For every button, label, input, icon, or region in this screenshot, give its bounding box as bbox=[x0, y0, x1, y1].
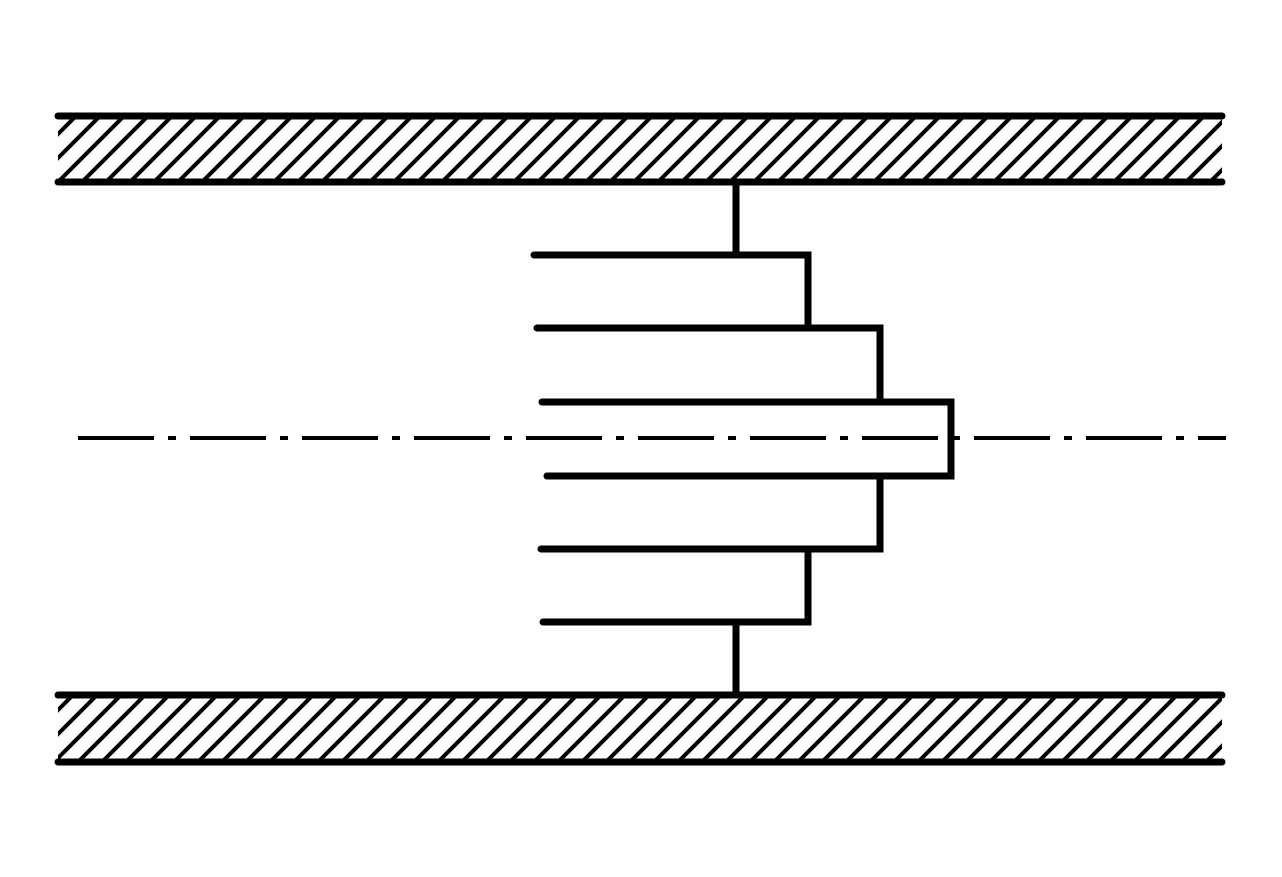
lower-wall bbox=[54, 691, 1226, 766]
step-2-lower bbox=[537, 472, 884, 553]
step-2-upper bbox=[533, 324, 884, 406]
stepped-baffle bbox=[530, 178, 955, 699]
lower-wall-hatching bbox=[58, 695, 1222, 762]
step-1-upper bbox=[530, 251, 812, 332]
upper-wall-hatching bbox=[58, 116, 1222, 182]
upper-wall bbox=[54, 112, 1226, 186]
step-3-tip bbox=[538, 398, 955, 480]
step-1-lower bbox=[539, 545, 812, 626]
